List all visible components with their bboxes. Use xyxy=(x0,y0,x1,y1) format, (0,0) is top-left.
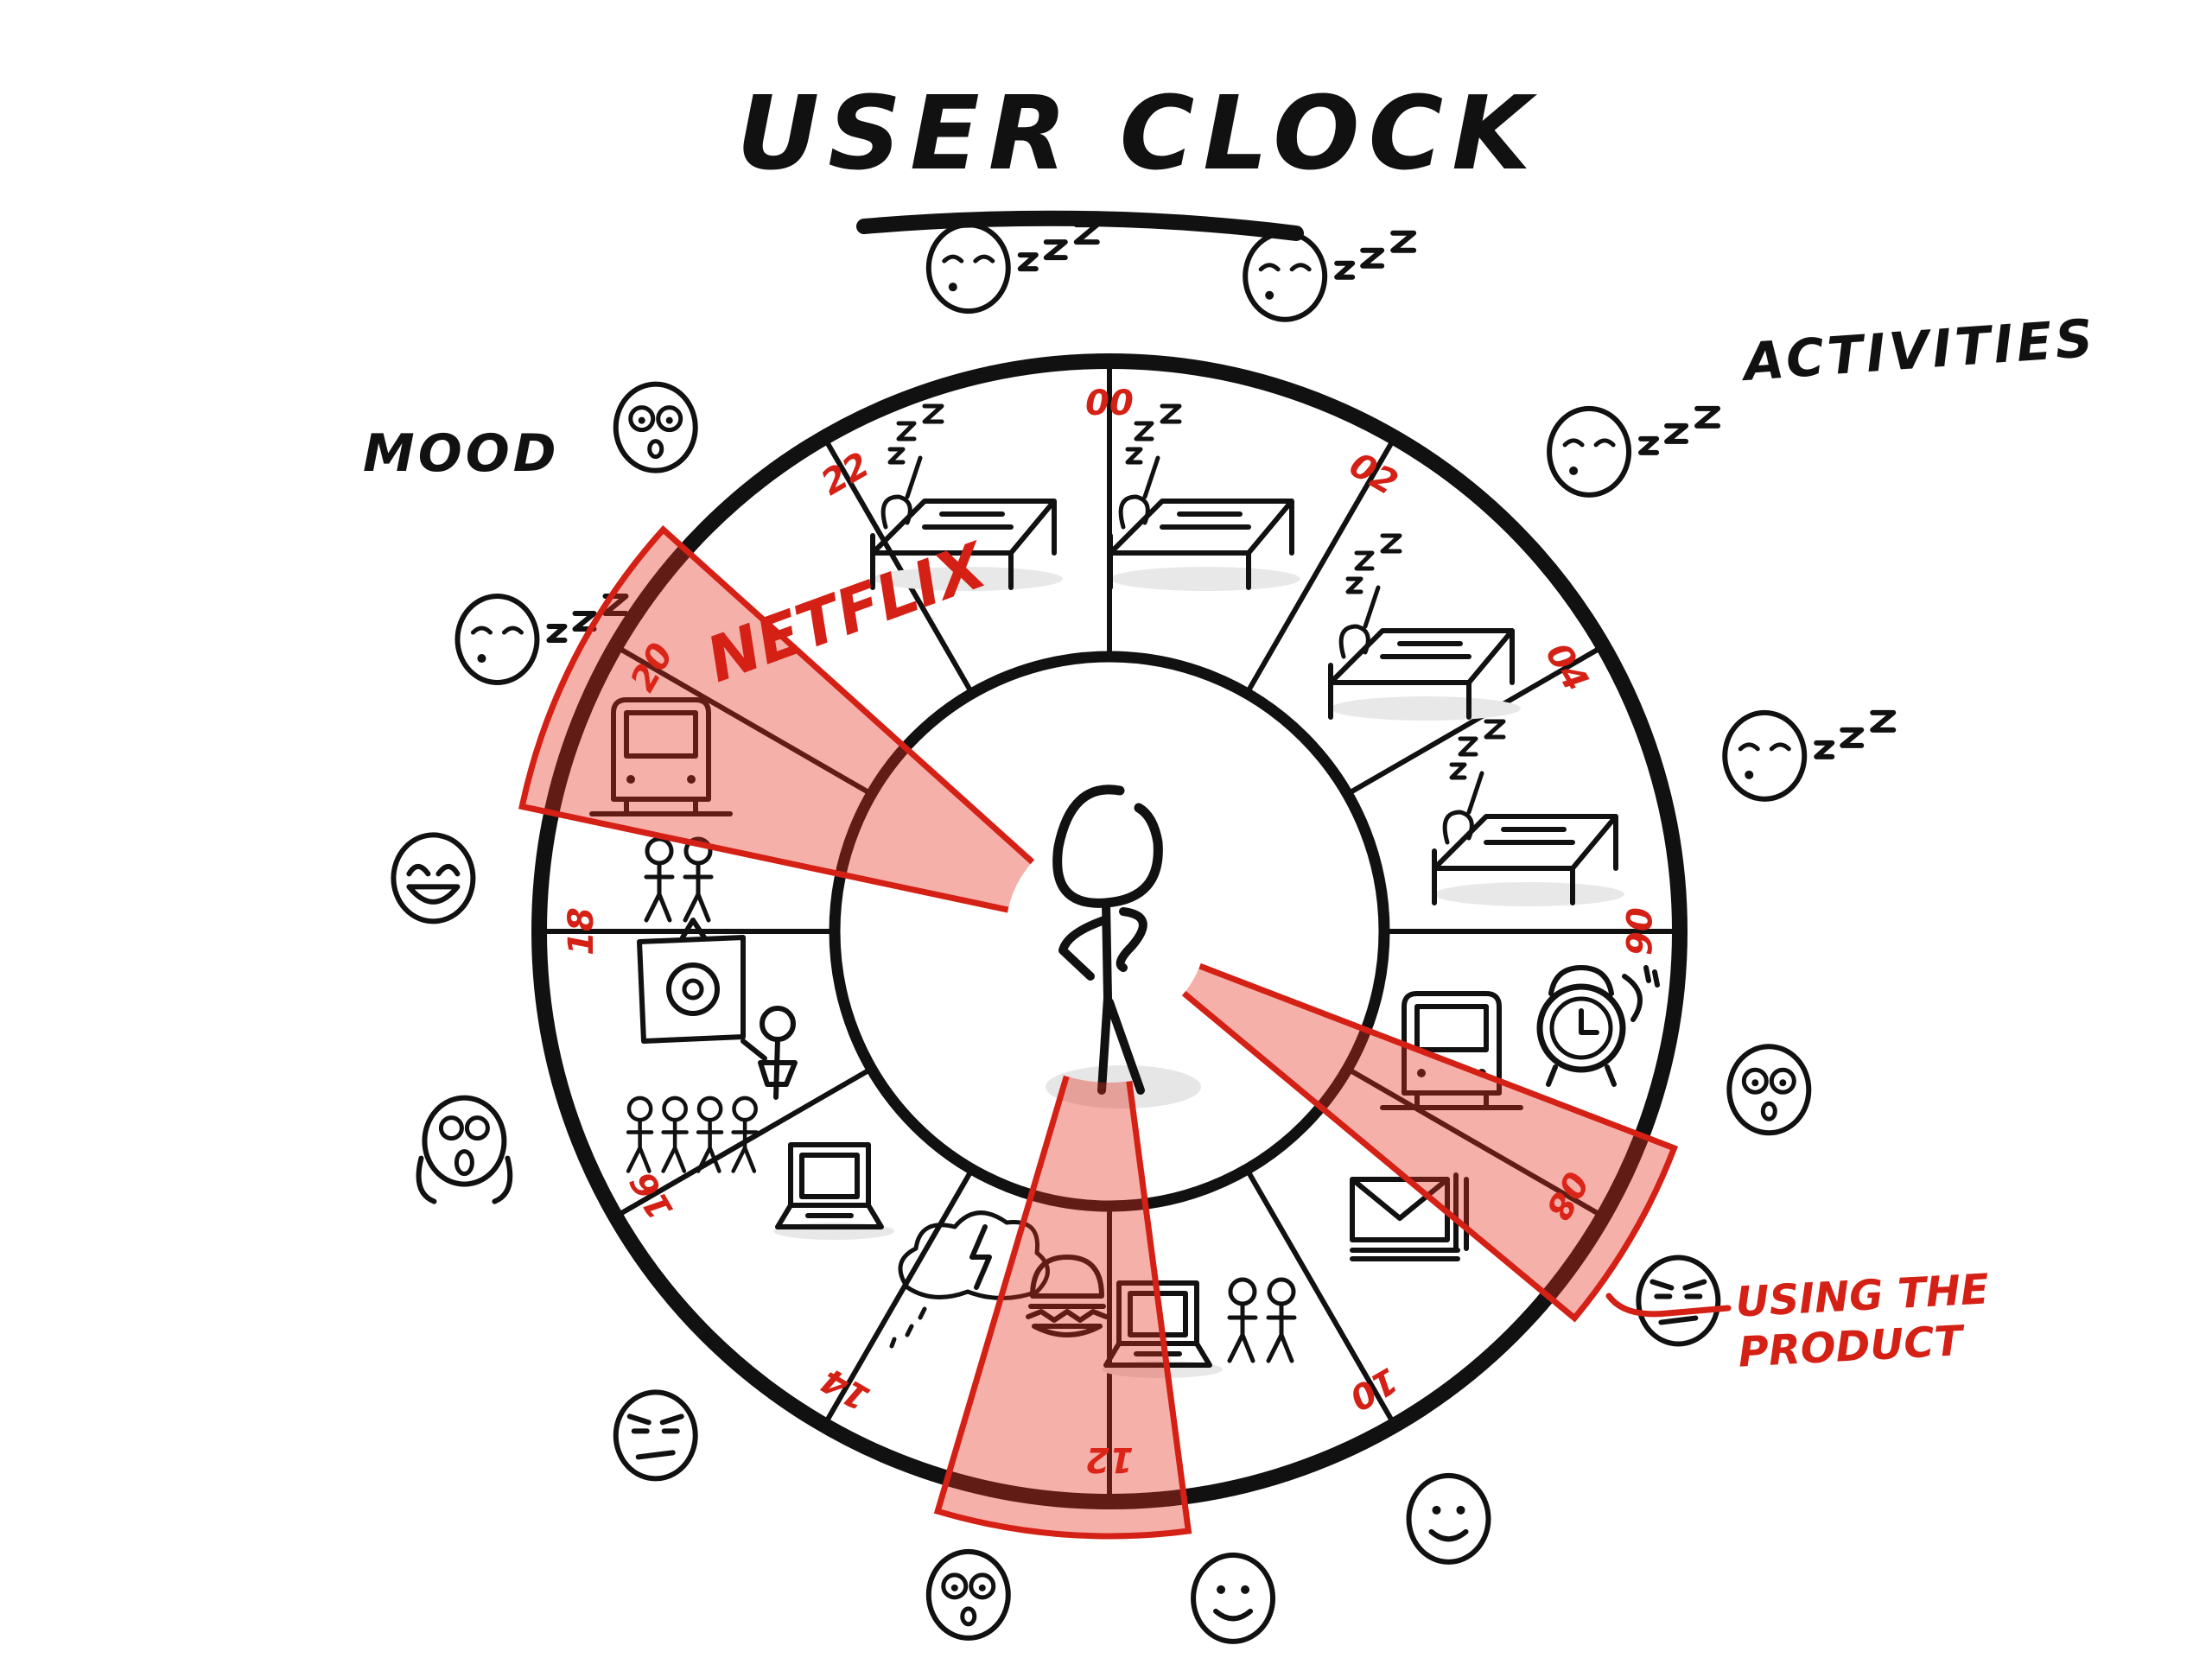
hour-label: 16 xyxy=(623,1165,682,1226)
inner-ring xyxy=(829,651,1390,1212)
mood-face-sleeping xyxy=(454,594,629,686)
sector-divider xyxy=(618,645,874,797)
sector-divider xyxy=(1345,645,1601,797)
product-label-box: USING THE PRODUCT xyxy=(1737,1270,1991,1377)
highlight-wedge xyxy=(1184,966,1675,1318)
mood-face-shocked xyxy=(613,381,698,473)
sector-divider xyxy=(1244,1167,1395,1423)
outer-ring xyxy=(531,353,1688,1509)
presentation-icon xyxy=(637,918,798,1100)
work-laptop-icon xyxy=(1102,1280,1223,1378)
mood-faces xyxy=(391,222,1897,1644)
bed-icon xyxy=(1328,533,1521,721)
sector-divider xyxy=(823,1167,975,1423)
sector-dividers xyxy=(543,365,1675,1497)
mood-face-surprised xyxy=(1726,1044,1812,1136)
storm-cloud-icon xyxy=(889,1210,1050,1349)
hour-label: 18 xyxy=(562,907,601,956)
hour-label: 10 xyxy=(1343,1359,1404,1418)
mood-face-laughing xyxy=(391,832,476,924)
bed-icon xyxy=(1432,719,1624,906)
figure-shadow xyxy=(1046,1065,1201,1109)
figure-body xyxy=(1058,899,1147,1095)
mood-face-annoyed xyxy=(1636,1255,1721,1347)
burger-icon xyxy=(1026,1255,1109,1337)
hour-label: 02 xyxy=(1343,445,1404,504)
sector-divider xyxy=(1345,1066,1601,1217)
mood-face-angry xyxy=(613,1389,698,1482)
hour-label: 06 xyxy=(1618,907,1657,956)
netflix-label: NETFLIX xyxy=(697,528,998,696)
highlight-wedge-outline xyxy=(933,1075,1192,1540)
alarm-clock-icon xyxy=(1536,965,1660,1087)
mood-label: MOOD xyxy=(363,423,560,484)
product-callout-line xyxy=(1605,1293,1732,1318)
highlight-wedge-outline xyxy=(518,525,1035,913)
stick-figure xyxy=(1046,785,1201,1109)
figure-head xyxy=(1052,785,1163,908)
title-underline xyxy=(856,210,1304,241)
highlight-wedge xyxy=(938,1076,1189,1536)
highlight-wedge-outline xyxy=(1181,962,1679,1323)
laptop-icon xyxy=(773,1142,894,1240)
mood-face-sleeping xyxy=(1243,230,1417,322)
bed-icon xyxy=(1108,403,1300,591)
bus-icon xyxy=(589,697,733,816)
bed-icon xyxy=(870,403,1063,591)
activity-icons xyxy=(589,403,1660,1378)
mood-face-smiling xyxy=(1406,1472,1491,1565)
using-product-label: USING THE PRODUCT xyxy=(1737,1270,1991,1377)
walking-people-icon xyxy=(644,836,714,923)
envelope-icon xyxy=(1350,1172,1469,1261)
highlight-wedge xyxy=(522,529,1033,911)
hour-label: 14 xyxy=(815,1359,876,1418)
mood-face-sleeping xyxy=(1722,709,1897,802)
activities-label: ACTIVITIES xyxy=(1738,308,2098,394)
sector-divider xyxy=(823,440,975,696)
mood-face-surprised xyxy=(925,1548,1011,1641)
hour-label: 22 xyxy=(815,445,876,504)
sector-divider xyxy=(1244,440,1395,696)
mood-face-smiling xyxy=(1191,1552,1276,1644)
mood-face-sleeping xyxy=(925,222,1100,314)
diagram-title: USER CLOCK xyxy=(736,73,1539,193)
hour-label: 12 xyxy=(1085,1439,1134,1479)
mood-face-scared xyxy=(416,1095,513,1204)
hour-label: 04 xyxy=(1537,637,1596,698)
mood-face-sleeping xyxy=(1547,405,1721,498)
usage-highlights xyxy=(518,525,1679,1540)
hour-label: 00 xyxy=(1085,384,1134,423)
audience-icon xyxy=(626,1096,759,1173)
coworkers-icon xyxy=(1227,1277,1297,1363)
